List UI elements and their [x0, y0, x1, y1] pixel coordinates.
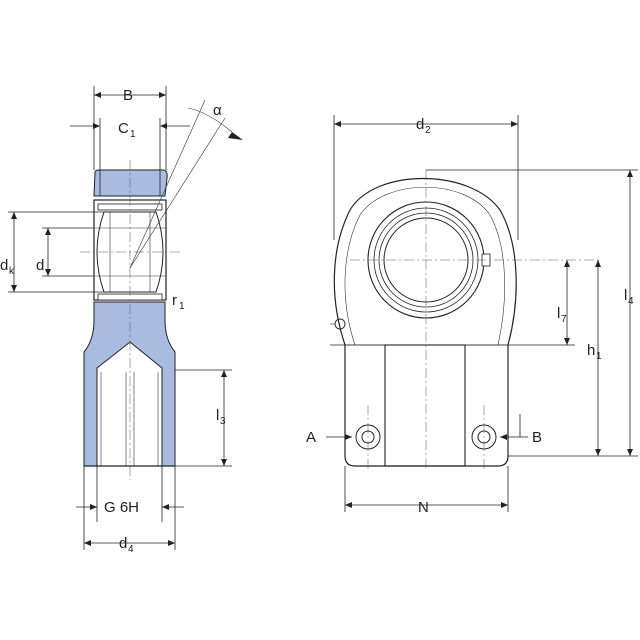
housing-inner-outline: [344, 186, 506, 346]
alpha-arrow: [228, 132, 243, 140]
label-h1-sub: 1: [596, 351, 602, 362]
label-d2: d: [416, 116, 424, 133]
label-l4-sub: 4: [628, 296, 634, 307]
label-N: N: [418, 499, 429, 516]
label-d4: d: [119, 535, 127, 552]
alpha-line-1: [129, 99, 206, 269]
label-B: B: [123, 87, 133, 104]
threaded-bore: [96, 341, 163, 467]
label-r1-sub: 1: [179, 301, 185, 312]
label-C1-sub: 1: [130, 129, 136, 140]
label-alpha: α: [213, 102, 222, 119]
label-dk: d: [0, 257, 8, 274]
section-view: B C 1 α d k d r 1 l 3 G 6H d 4: [0, 86, 243, 555]
label-l4: l: [624, 287, 627, 304]
label-C1: C: [118, 120, 129, 137]
label-d: d: [36, 257, 44, 274]
front-view: d 2 l 4 l 7 h 1 A B N: [306, 115, 638, 516]
label-r1: r: [172, 292, 177, 309]
label-l3: l: [216, 407, 219, 424]
housing-top-section: [93, 169, 168, 197]
label-l7-sub: 7: [561, 314, 567, 325]
alpha-line-2: [129, 117, 226, 269]
label-dk-sub: k: [9, 266, 15, 277]
shank-front: [384, 344, 466, 467]
label-h1: h: [587, 342, 595, 359]
label-d2-sub: 2: [425, 125, 431, 136]
alpha-arc: [187, 107, 233, 133]
label-B-right: B: [532, 429, 542, 446]
label-l7: l: [557, 305, 560, 322]
label-l3-sub: 3: [220, 416, 226, 427]
housing-outline: [333, 177, 517, 467]
label-G6H: G 6H: [104, 499, 139, 516]
label-d4-sub: 4: [128, 544, 134, 555]
label-A: A: [306, 429, 316, 446]
